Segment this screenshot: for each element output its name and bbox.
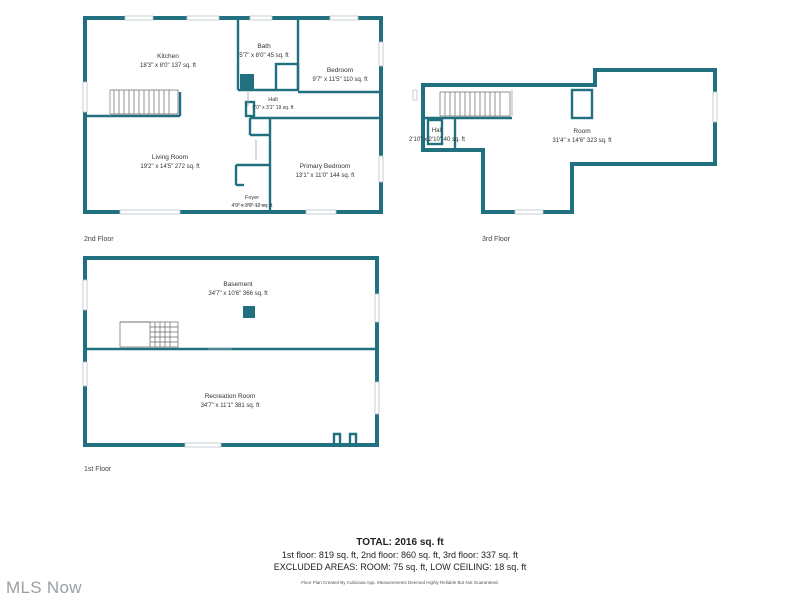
room-dims: 34'7" x 11'1" 381 sq. ft (201, 403, 260, 409)
first-floor-stairs (119, 321, 179, 348)
room-name: Hall (432, 128, 442, 134)
room-dims: 5'7" x 8'0" 45 sq. ft (239, 53, 289, 59)
room-dims: 19'2" x 14'5" 272 sq. ft (140, 164, 200, 170)
room-name: Primary Bedroom (300, 163, 351, 170)
third-floor-plan (412, 68, 718, 215)
first-floor-plan (82, 256, 380, 448)
room-dims: 6'0" x 3'1" 19 sq. ft (252, 105, 294, 111)
floor-label-2nd: 2nd Floor (84, 236, 114, 243)
third-floor-stairs (439, 91, 511, 117)
room-name: Basement (223, 281, 252, 288)
room-dims: 13'1" x 11'0" 144 sq. ft (296, 173, 355, 179)
room-dims: 18'3" x 8'0" 137 sq. ft (140, 63, 196, 69)
room-name: Hall (268, 97, 277, 103)
excluded-areas: EXCLUDED AREAS: ROOM: 75 sq. ft, LOW CEI… (273, 562, 527, 572)
floor-area-breakdown: 1st floor: 819 sq. ft, 2nd floor: 860 sq… (281, 550, 519, 560)
disclaimer: Floor Plan Created By Cubicasa App. Meas… (301, 580, 499, 585)
room-name: Bath (257, 43, 271, 50)
second-floor-plan (82, 15, 384, 215)
room-name: Living Room (152, 154, 188, 161)
mls-now-watermark: MLS Now (6, 578, 82, 597)
room-name: Bedroom (327, 67, 353, 74)
second-floor-stairs (109, 89, 179, 115)
room-dims: 9'7" x 11'5" 110 sq. ft (312, 77, 367, 83)
room-name: Recreation Room (205, 393, 256, 400)
room-name: Foyer (245, 195, 259, 201)
room-dims: 2'10" x 2'10" 40 sq. ft (409, 137, 465, 143)
floor-label-1st: 1st Floor (84, 466, 112, 473)
room-name: Kitchen (157, 53, 179, 60)
room-name: Room (573, 128, 590, 135)
room-labels: Kitchen 18'3" x 8'0" 137 sq. ft Bath 5'7… (140, 43, 612, 409)
room-dims: 31'4" x 14'6" 323 sq. ft (552, 138, 612, 144)
room-dims: 34'7" x 10'6" 366 sq. ft (208, 291, 268, 297)
room-dims: 4'0" x 3'0" 12 sq. ft (231, 203, 273, 209)
total-area: TOTAL: 2016 sq. ft (356, 537, 444, 548)
floor-label-3rd: 3rd Floor (482, 236, 511, 243)
